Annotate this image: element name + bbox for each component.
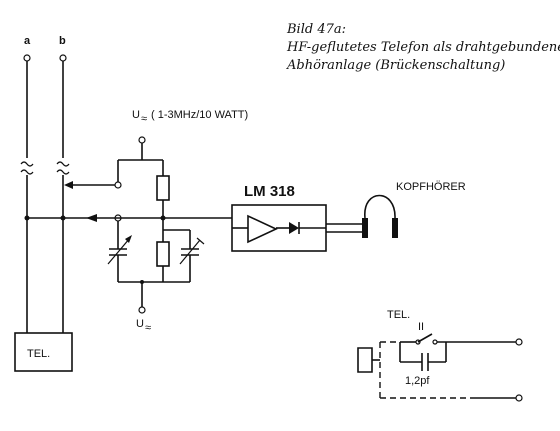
signal-line	[24, 214, 232, 222]
resistor-upper-icon	[156, 175, 170, 201]
source-bottom-sub: ≈	[145, 322, 151, 334]
bridge-variable-capacitor-right	[163, 229, 205, 282]
terminal-label-a: a	[24, 35, 31, 47]
inset-capacitor-label: 1,2pf	[405, 375, 430, 387]
amplifier-label: LM 318	[244, 183, 295, 200]
telephone-label: TEL.	[27, 348, 50, 360]
amplifier-lm318: LM 318	[231, 183, 327, 252]
microphone-icon	[357, 347, 373, 373]
resistor-lower-icon	[156, 241, 170, 267]
bridge-variable-capacitor-left	[107, 214, 132, 282]
headphone-right-icon	[392, 218, 398, 238]
source-tap-wiring	[64, 159, 163, 189]
source-top-symbol: U	[132, 109, 140, 121]
source-bottom-symbol: U	[136, 318, 144, 330]
figure-caption: Bild 47a: HF-geflutetes Telefon als drah…	[286, 22, 560, 73]
telephone-box: TEL.	[14, 332, 73, 372]
caption-line-2: HF-geflutetes Telefon als drahtgebundene	[286, 40, 560, 55]
diode-icon	[289, 222, 299, 234]
headphone-label: KOPFHÖRER	[396, 181, 466, 193]
line-a	[20, 54, 34, 333]
source-bottom: U ≈	[118, 280, 190, 334]
source-top: U ≈ ( 1-3MHz/10 WATT)	[132, 109, 248, 160]
switch-icon	[417, 333, 433, 343]
source-top-sub: ≈	[141, 113, 147, 125]
headband-icon	[364, 194, 396, 219]
inset-label: TEL.	[387, 309, 410, 321]
inset-circuit: TEL. II 1,2pf	[357, 309, 523, 402]
opamp-triangle-icon	[247, 214, 278, 244]
inset-switch-label: II	[418, 321, 424, 333]
terminal-label-b: b	[59, 35, 66, 47]
bridge-resistors	[156, 160, 170, 282]
line-b	[56, 54, 70, 333]
headphone-left-icon	[362, 218, 368, 238]
caption-line-1: Bild 47a:	[286, 22, 346, 37]
source-top-spec: ( 1-3MHz/10 WATT)	[151, 109, 248, 121]
headphone: KOPFHÖRER	[326, 181, 466, 238]
caption-line-3: Abhöranlage (Brückenschaltung)	[286, 58, 505, 73]
